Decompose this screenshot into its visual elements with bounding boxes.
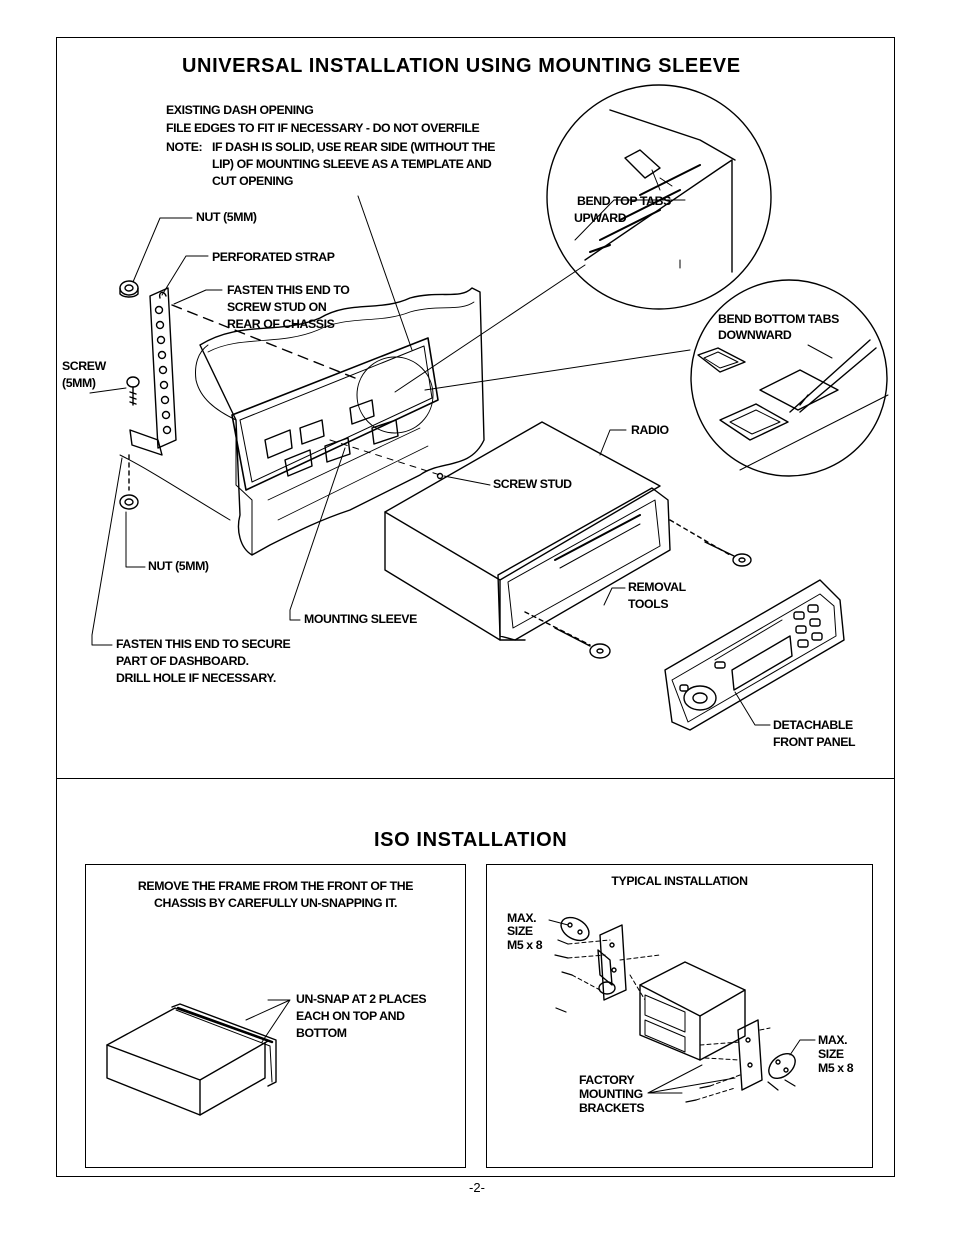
- nut-bottom-illustration: [119, 454, 139, 510]
- label-max-right-3: M5 x 8: [818, 1061, 854, 1075]
- dash-panel-illustration: [195, 287, 485, 556]
- label-max-left-1: MAX.: [507, 911, 537, 925]
- label-factory-1: FACTORY: [579, 1073, 635, 1087]
- iso-chassis-illustration: [106, 999, 291, 1116]
- screw-illustration: [126, 376, 140, 406]
- iso-instruction-line2: CHASSIS BY CAREFULLY UN-SNAPPING IT.: [154, 896, 397, 910]
- label-note-line2: LIP) OF MOUNTING SLEEVE AS A TEMPLATE AN…: [212, 157, 492, 171]
- section-title-universal: UNIVERSAL INSTALLATION USING MOUNTING SL…: [182, 55, 741, 77]
- label-bend-top-1: BEND TOP TABS: [577, 194, 671, 208]
- section1-leader-lines: [89, 195, 833, 726]
- label-nut-bottom: NUT (5MM): [148, 559, 209, 573]
- label-max-right-1: MAX.: [818, 1033, 848, 1047]
- detachable-front-panel-illustration: [664, 579, 845, 731]
- label-fasten-dash-1: FASTEN THIS END TO SECURE: [116, 637, 291, 651]
- section-divider: [56, 778, 895, 779]
- typical-installation-illustration: [548, 916, 816, 1103]
- zoom-line-top: [394, 264, 586, 393]
- label-detachable-2: FRONT PANEL: [773, 735, 856, 749]
- label-unsnap-1: UN-SNAP AT 2 PLACES: [296, 992, 427, 1006]
- label-unsnap-2: EACH ON TOP AND: [296, 1009, 405, 1023]
- label-fasten-stud-2: SCREW STUD ON: [227, 300, 327, 314]
- label-mounting-sleeve: MOUNTING SLEEVE: [304, 612, 417, 626]
- bend-bottom-tabs-detail: [690, 279, 889, 477]
- label-removal-1: REMOVAL: [628, 580, 686, 594]
- label-note-line1: IF DASH IS SOLID, USE REAR SIDE (WITHOUT…: [212, 140, 496, 154]
- label-perforated-strap: PERFORATED STRAP: [212, 250, 335, 264]
- iso-instruction-line1: REMOVE THE FRAME FROM THE FRONT OF THE: [137, 879, 414, 893]
- label-fasten-stud-3: REAR OF CHASSIS: [227, 317, 335, 331]
- label-factory-2: MOUNTING: [579, 1087, 643, 1101]
- page-number: -2-: [469, 1180, 485, 1195]
- label-max-left-2: SIZE: [507, 924, 533, 938]
- removal-tools-illustration: [524, 519, 752, 659]
- zoom-source-circle: [356, 356, 434, 434]
- label-existing-dash-1: EXISTING DASH OPENING: [166, 103, 314, 117]
- label-screw-stud: SCREW STUD: [493, 477, 572, 491]
- label-screw-2: (5MM): [62, 376, 96, 390]
- label-bend-top-2: UPWARD: [574, 211, 627, 225]
- label-fasten-dash-3: DRILL HOLE IF NECESSARY.: [116, 671, 276, 685]
- bend-top-tabs-detail: [546, 84, 772, 310]
- label-bend-bottom-1: BEND BOTTOM TABS: [718, 312, 839, 326]
- typical-installation-title: TYPICAL INSTALLATION: [611, 874, 748, 888]
- radio-chassis-illustration: [384, 421, 671, 641]
- iso-right-panel: [486, 864, 873, 1168]
- label-max-left-3: M5 x 8: [507, 938, 543, 952]
- label-fasten-stud-1: FASTEN THIS END TO: [227, 283, 350, 297]
- label-unsnap-3: BOTTOM: [296, 1026, 347, 1040]
- label-detachable-1: DETACHABLE: [773, 718, 853, 732]
- page-frame: [56, 37, 895, 1177]
- iso-left-panel: [85, 864, 466, 1168]
- label-nut-top: NUT (5MM): [196, 210, 257, 224]
- section-title-iso: ISO INSTALLATION: [374, 829, 568, 851]
- perforated-strap-illustration: [129, 287, 177, 456]
- label-radio: RADIO: [631, 423, 669, 437]
- label-bend-bottom-2: DOWNWARD: [718, 328, 792, 342]
- label-note-line3: CUT OPENING: [212, 174, 293, 188]
- label-existing-dash-2: FILE EDGES TO FIT IF NECESSARY - DO NOT …: [166, 121, 480, 135]
- label-removal-2: TOOLS: [628, 597, 669, 611]
- label-screw-1: SCREW: [62, 359, 106, 373]
- label-note: NOTE:: [166, 140, 203, 154]
- label-factory-3: BRACKETS: [579, 1101, 645, 1115]
- label-max-right-2: SIZE: [818, 1047, 844, 1061]
- strap-to-stud-dashed-line: [171, 304, 361, 381]
- zoom-line-bottom: [424, 349, 691, 391]
- label-fasten-dash-2: PART OF DASHBOARD.: [116, 654, 249, 668]
- nut-top-illustration: [119, 280, 139, 298]
